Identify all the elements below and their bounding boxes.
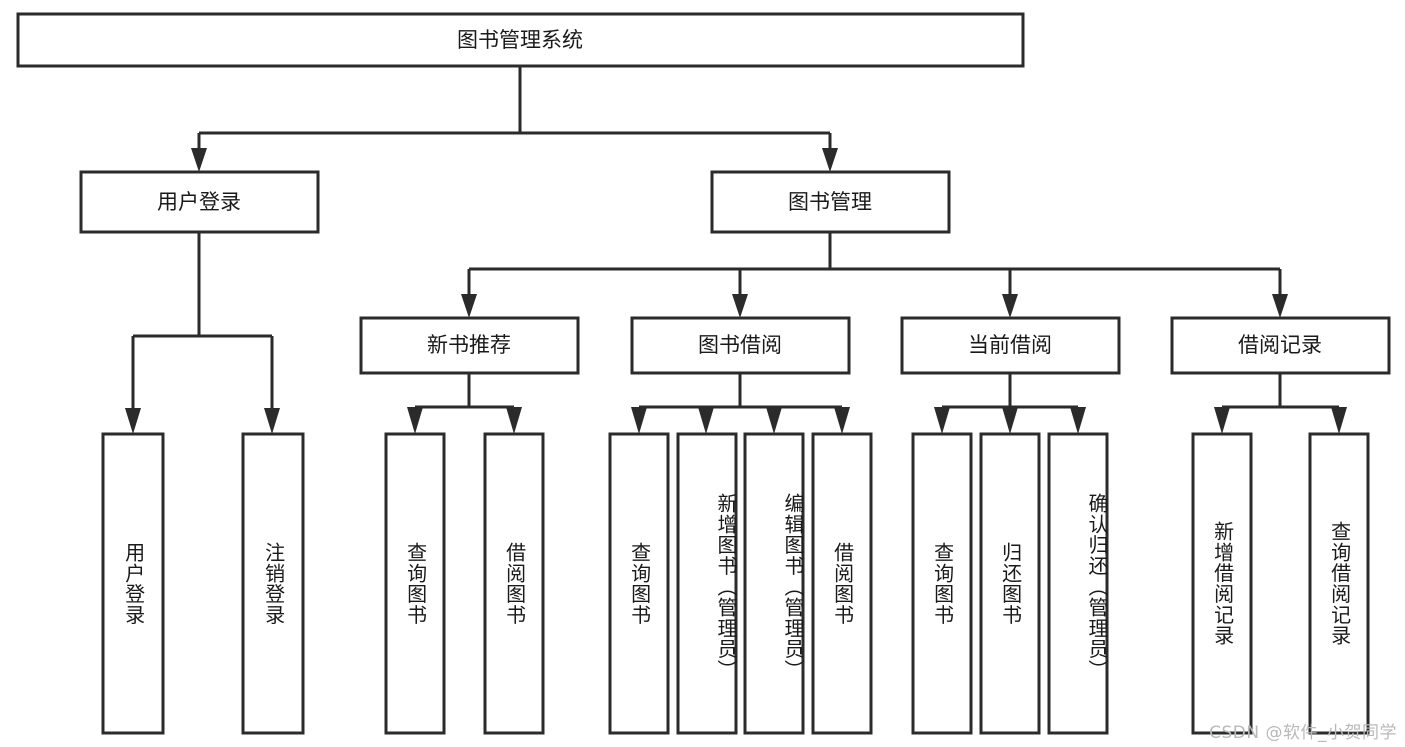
leaf-box-user-login[interactable] [101, 432, 165, 735]
connector-new-book-rec-to-leaves [407, 373, 522, 434]
leaf-box-confirm-return[interactable] [1047, 432, 1109, 735]
leaf-box-query-book-2[interactable] [608, 432, 670, 735]
node-user-login[interactable]: 用户登录 [79, 170, 320, 234]
arrow-head-icon [1331, 407, 1347, 434]
new-book-rec-box[interactable] [359, 316, 580, 375]
arrow-head-icon [1070, 407, 1086, 434]
arrow-head-icon [766, 407, 782, 434]
leaf-box-query-book-3[interactable] [911, 432, 973, 735]
connector-book-borrow-to-leaves [631, 373, 850, 434]
arrow-head-icon [1272, 294, 1288, 318]
connector-borrow-record-to-leaves [1214, 373, 1347, 434]
connector-current-borrow-to-leaves [934, 373, 1086, 434]
leaf-box-query-record[interactable] [1308, 432, 1370, 735]
node-borrow-record[interactable]: 借阅记录 [1170, 316, 1391, 375]
current-borrow-box[interactable] [900, 316, 1121, 375]
node-current-borrow[interactable]: 当前借阅 [900, 316, 1121, 375]
new-book-rec-label: 新书推荐 [427, 333, 511, 357]
book-manage-label: 图书管理 [788, 190, 872, 214]
node-new-book-rec[interactable]: 新书推荐 [359, 316, 580, 375]
leaf-box-edit-book[interactable] [743, 432, 805, 735]
root-box[interactable] [16, 12, 1025, 68]
connector-user-login-to-leaves [125, 232, 280, 434]
leaf-box-query-book-1[interactable] [384, 432, 446, 735]
arrow-head-icon [264, 408, 280, 434]
node-book-borrow[interactable]: 图书借阅 [630, 316, 851, 375]
node-book-manage[interactable]: 图书管理 [710, 170, 951, 234]
book-borrow-label: 图书借阅 [698, 333, 782, 357]
arrow-head-icon [125, 408, 141, 434]
leaf-box-add-record[interactable] [1191, 432, 1253, 735]
connector-book-manage-to-level3 [461, 232, 1288, 318]
arrow-head-icon [461, 294, 477, 318]
arrow-head-icon [631, 407, 647, 434]
arrow-head-icon [834, 407, 850, 434]
leaf-box-borrow-book-1[interactable] [483, 432, 545, 735]
arrow-head-icon [822, 148, 838, 172]
leaf-box-borrow-book-2[interactable] [811, 432, 873, 735]
leaf-box-add-book[interactable] [676, 432, 738, 735]
borrow-record-label: 借阅记录 [1238, 333, 1322, 357]
arrow-head-icon [1214, 407, 1230, 434]
watermark-text: CSDN @软件_小贺同学 [1209, 723, 1397, 743]
connector-root-to-level2 [191, 66, 838, 172]
user-login-box[interactable] [79, 170, 320, 234]
leaf-box-return-book[interactable] [979, 432, 1041, 735]
arrow-head-icon [1002, 407, 1018, 434]
arrow-head-icon [191, 148, 207, 172]
leaf-box-user-logout[interactable] [241, 432, 305, 735]
root-label: 图书管理系统 [457, 28, 583, 52]
current-borrow-label: 当前借阅 [968, 333, 1052, 357]
arrow-head-icon [407, 407, 423, 434]
arrow-head-icon [698, 407, 714, 434]
arrow-head-icon [732, 294, 748, 318]
user-login-label: 用户登录 [157, 190, 241, 214]
arrow-head-icon [506, 407, 522, 434]
node-root[interactable]: 图书管理系统 [16, 12, 1025, 68]
arrow-head-icon [1002, 294, 1018, 318]
arrow-head-icon [934, 407, 950, 434]
